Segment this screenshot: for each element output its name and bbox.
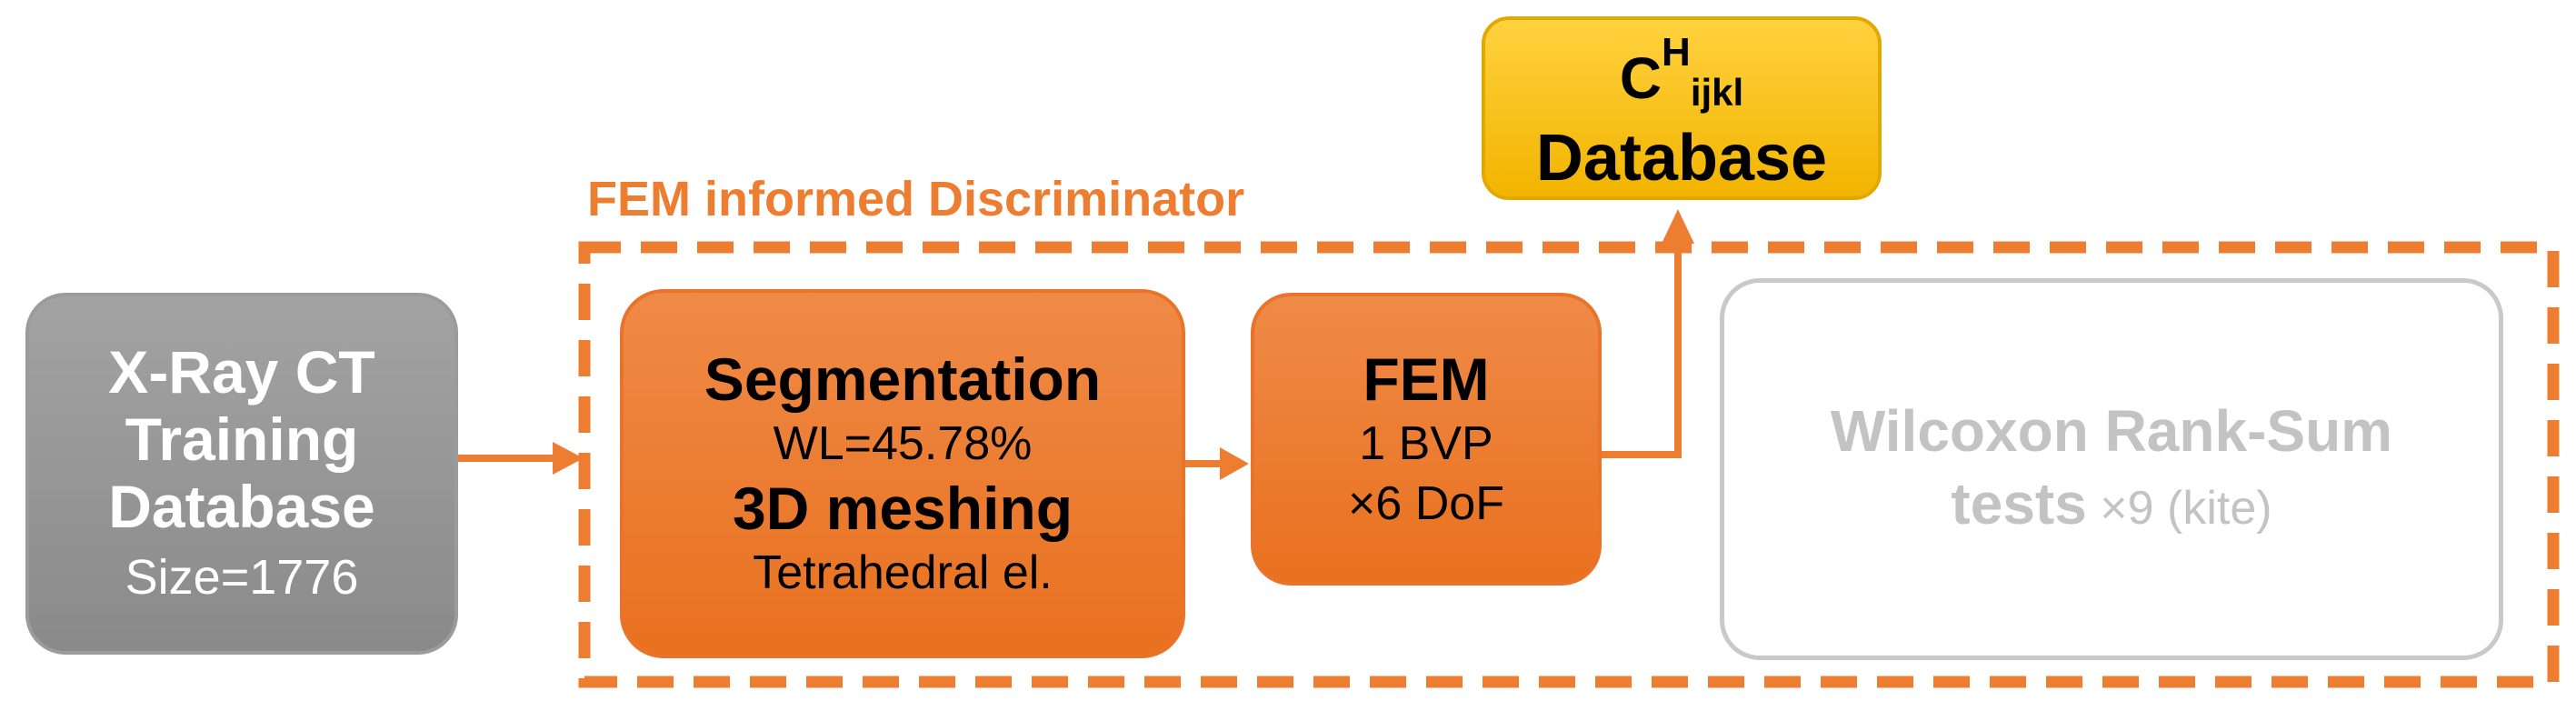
segmentation-detail: WL=45.78% [773,417,1033,470]
wilcoxon-tests-word: tests [1951,470,2087,536]
xray-title-line-1: X-Ray CT [108,338,375,406]
arrowhead-fem-to-database [1662,209,1694,244]
fem-bvp-line: 1 BVP [1359,417,1493,470]
wilcoxon-tests-line: tests ×9 (kite) [1951,467,2271,545]
fem-box: FEM 1 BVP ×6 DoF [1251,293,1602,586]
meshing-detail: Tetrahedral el. [753,546,1053,599]
segmentation-title: Segmentation [704,345,1102,413]
stiffness-tensor-symbol: CHijkl [1620,25,1743,120]
arrowhead-xray-to-segmentation [553,442,584,475]
xray-ct-training-database-box: X-Ray CT Training Database Size=1776 [25,293,458,655]
symbol-superscript: H [1662,30,1691,75]
fem-dof-line: ×6 DoF [1348,477,1504,530]
meshing-title: 3D meshing [732,475,1073,542]
wilcoxon-tests-count: ×9 (kite) [2100,481,2272,535]
arrow-fem-to-database [1602,244,1682,458]
discriminator-group-border [578,241,2560,688]
xray-title-line-3: Database [108,473,375,540]
discriminator-group-title: FEM informed Discriminator [587,172,1245,226]
fem-title: FEM [1363,345,1490,413]
chijkl-database-box: CHijkl Database [1482,16,1882,200]
database-label: Database [1535,122,1828,195]
xray-title-line-2: Training [125,406,359,473]
xray-size-label: Size=1776 [125,550,359,605]
symbol-subscript: ijkl [1690,71,1744,114]
arrowhead-segmentation-to-fem [1220,447,1249,480]
wilcoxon-title: Wilcoxon Rank-Sum [1830,397,2393,464]
symbol-base: C [1619,45,1662,111]
wilcoxon-tests-box: Wilcoxon Rank-Sum tests ×9 (kite) [1720,278,2503,660]
segmentation-meshing-box: Segmentation WL=45.78% 3D meshing Tetrah… [620,289,1185,658]
